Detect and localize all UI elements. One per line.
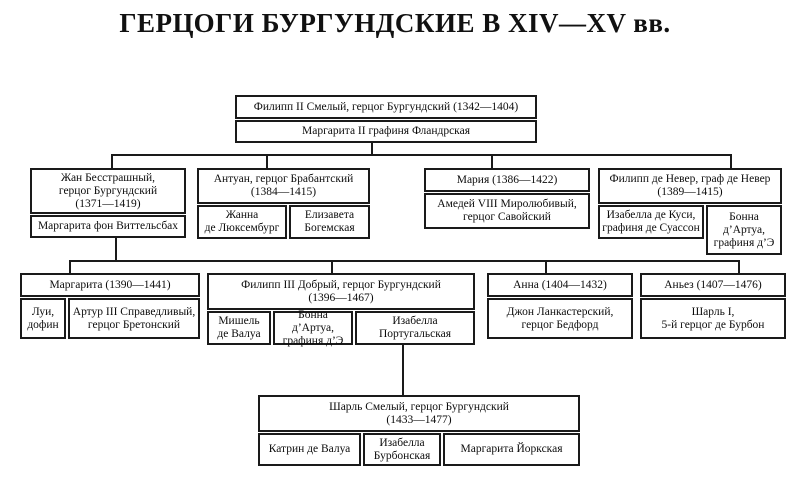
spouse-cell-isabelle-bourbon: Изабелла Бурбонская (363, 433, 441, 466)
spouse-cell-charles-i-bourbon: Шарль I, 5-й герцог де Бурбон (640, 298, 786, 339)
person-box-philippe-ii-bold: Филипп II Смелый, герцог Бургундский (13… (235, 95, 537, 119)
person-box-antoine-brabant: Антуан, герцог Брабантский (1384—1415) (197, 168, 370, 204)
spouse-cell-isabelle-coucy: Изабелла де Куси, графиня де Суассон (598, 205, 704, 239)
connector-drop-jean (111, 155, 113, 169)
person-box-charles-bold: Шарль Смелый, герцог Бургундский (1433—1… (258, 395, 580, 432)
connector-drop-antoine (266, 155, 268, 169)
diagram-title: ГЕРЦОГИ БУРГУНДСКИЕ В XIV—XV вв. (119, 8, 671, 38)
spouse-cell-marguerite-york: Маргарита Йоркская (443, 433, 580, 466)
person-box-jean-fearless: Жан Бесстрашный, герцог Бургундский (137… (30, 168, 186, 214)
connector-stub-philippe-ii (371, 141, 373, 156)
spouse-cell-amedee-viii-savoy: Амедей VIII Миролюбивый, герцог Савойски… (424, 193, 590, 229)
spouse-cell-louis-dauphin: Луи, дофин (20, 298, 66, 339)
spouse-cell-bonne-artois: Бонна д’Артуа, графиня д’Э (273, 309, 353, 347)
spouse-cell-isabelle-portugal: Изабелла Португальская (355, 311, 475, 345)
person-box-marie: Мария (1386—1422) (424, 168, 590, 192)
connector-drop-anne (545, 261, 547, 274)
connector-drop-philippe-iii (331, 261, 333, 274)
spouse-cell-arthur-iii-brittany: Артур III Справедливый, герцог Бретонски… (68, 298, 200, 339)
person-box-anne: Анна (1404—1432) (487, 273, 633, 297)
person-box-marguerite: Маргарита (1390—1441) (20, 273, 200, 297)
person-box-agnes: Аньез (1407—1476) (640, 273, 786, 297)
spouse-cell-catherine-valois: Катрин де Валуа (258, 433, 361, 466)
connector-stub-jean (115, 238, 117, 262)
person-box-philippe-iii-good: Филипп III Добрый, герцог Бургундский (1… (207, 273, 475, 310)
connector-bus-gen3 (69, 260, 740, 262)
spouse-cell-marguerite-flanders: Маргарита II графиня Фландрская (235, 120, 537, 143)
connector-drop-philippe-nevers (730, 155, 732, 169)
connector-drop-marie (491, 155, 493, 169)
spouse-cell-michelle-valois: Мишель де Валуа (207, 311, 271, 345)
spouse-cell-john-bedford: Джон Ланкастерский, герцог Бедфорд (487, 298, 633, 339)
connector-drop-marguerite (69, 261, 71, 274)
connector-drop-agnes (738, 261, 740, 274)
connector-stub-charles-bold (402, 345, 404, 395)
spouse-cell-jeanne-luxembourg: Жанна де Люксембург (197, 205, 287, 239)
connector-bus-gen2 (111, 154, 732, 156)
spouse-cell-bonne-artois-eu: Бонна д’Артуа, графиня д’Э (706, 205, 782, 255)
person-box-philippe-nevers: Филипп де Невер, граф де Невер (1389—141… (598, 168, 782, 204)
spouse-cell-elisabeth-bohemia: Елизавета Богемская (289, 205, 370, 239)
spouse-cell-marguerite-wittelsbach: Маргарита фон Виттельсбах (30, 215, 186, 238)
